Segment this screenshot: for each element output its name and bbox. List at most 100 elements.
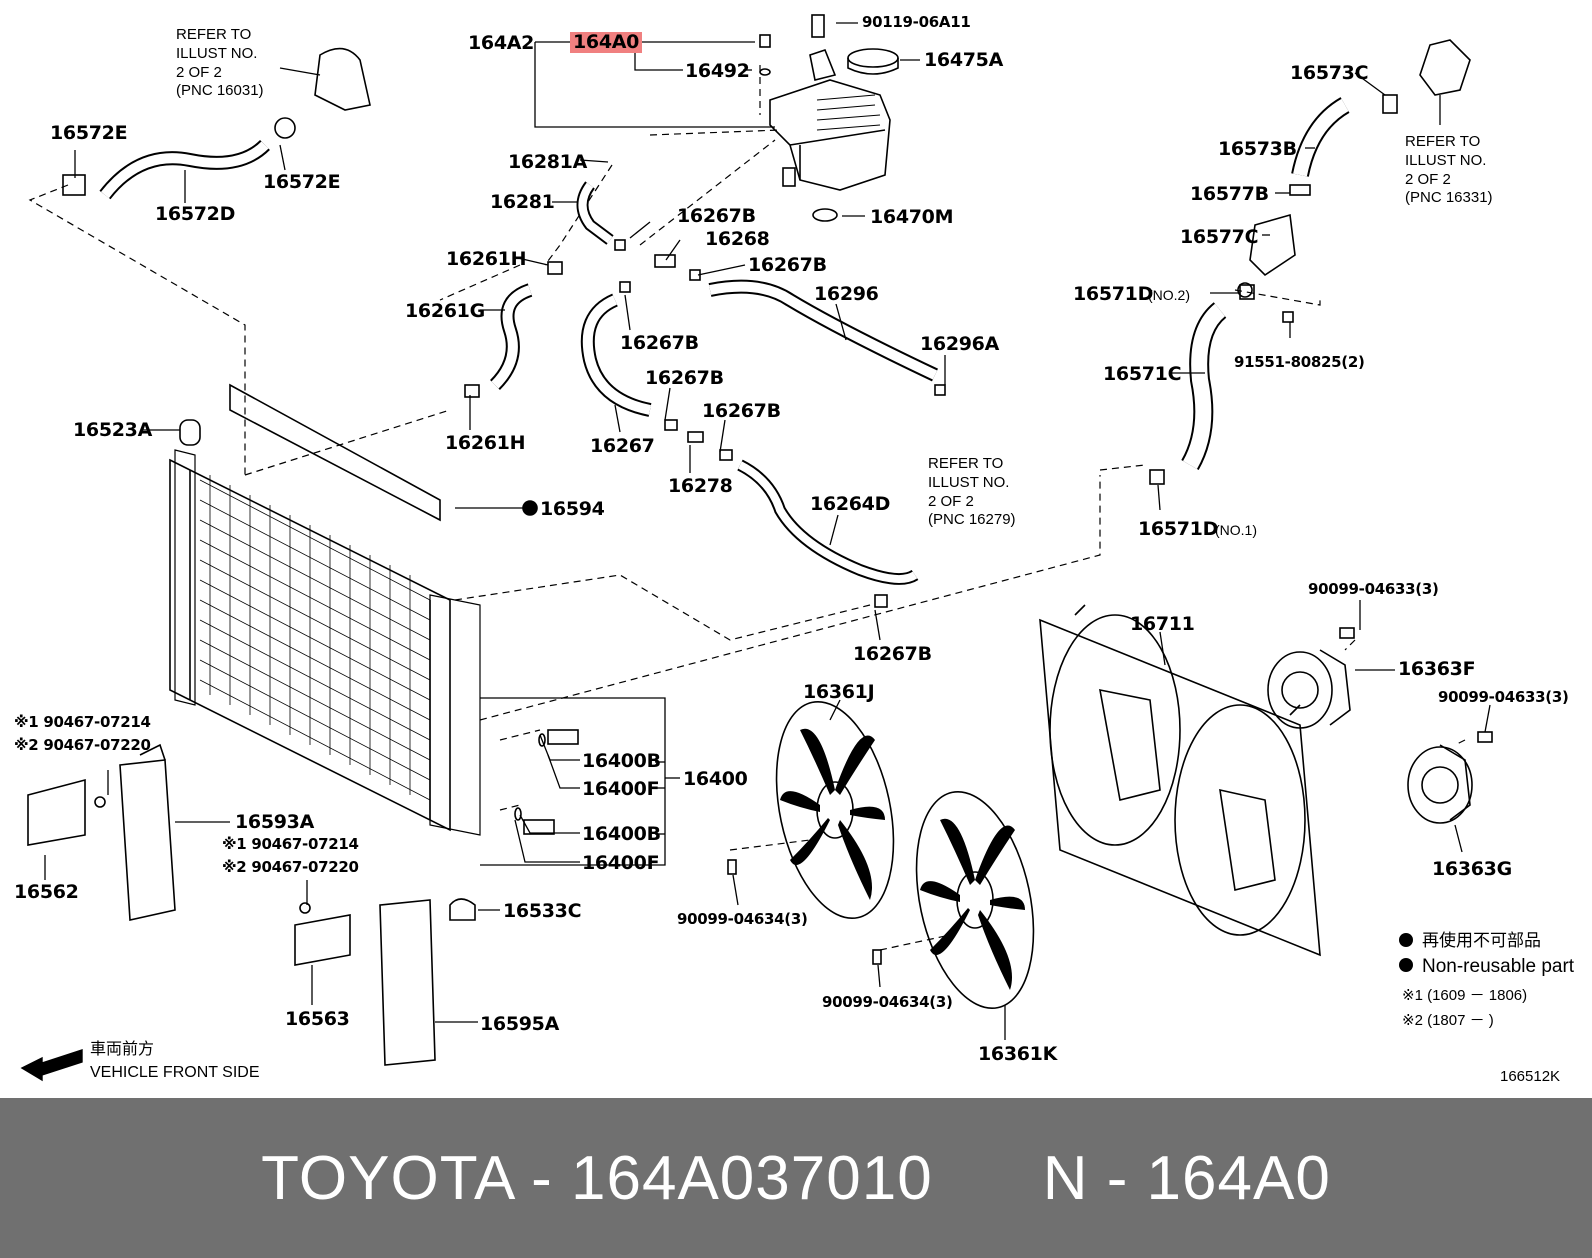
part-label-16400F-b[interactable]: 16400F (582, 852, 660, 874)
part-label-16571C[interactable]: 16571C (1103, 363, 1182, 385)
part-label-16400B-a[interactable]: 16400B (582, 750, 661, 772)
part-label-16363F[interactable]: 16363F (1398, 658, 1476, 680)
part-label-16533C[interactable]: 16533C (503, 900, 582, 922)
part-label-90467-07220-b[interactable]: ※2 90467-07220 (222, 858, 359, 876)
no1-note: (NO.1) (1215, 522, 1257, 538)
part-label-16281A[interactable]: 16281A (508, 151, 588, 173)
refer-line: ILLUST NO. (176, 44, 258, 62)
vehicle-front-en: VEHICLE FRONT SIDE (90, 1064, 260, 1081)
part-label-16267B-d[interactable]: 16267B (645, 367, 724, 389)
legend-nonreusable-jp: 再使用不可部品 (1422, 931, 1541, 950)
part-label-16470M[interactable]: 16470M (870, 206, 954, 228)
part-label-16267B-a[interactable]: 16267B (677, 205, 756, 227)
vehicle-front-jp: 車両前方 (90, 1041, 155, 1058)
fan-motor-drawing (1267, 627, 1493, 824)
no2-note: (NO.2) (1148, 287, 1190, 303)
leader-lines (44, 22, 1491, 1040)
legend-dot-2 (1399, 958, 1413, 972)
part-label-90099-04633-a[interactable]: 90099-04633(3) (1308, 580, 1439, 598)
refer-note-top-right: REFER TO ILLUST NO. 2 OF 2 (PNC 16331) (1405, 133, 1493, 208)
part-label-16400B-b[interactable]: 16400B (582, 823, 661, 845)
part-label-90119-06A11[interactable]: 90119-06A11 (862, 13, 971, 31)
refer-line: (PNC 16279) (928, 511, 1016, 529)
refer-line: (PNC 16331) (1405, 189, 1493, 207)
refer-line: REFER TO (176, 26, 252, 43)
footer-part-number: TOYOTA - 164A037010 (261, 1143, 933, 1213)
part-label-16492[interactable]: 16492 (685, 60, 750, 82)
fittings-drawing (464, 94, 1398, 965)
part-label-90099-04633-b[interactable]: 90099-04633(3) (1438, 688, 1569, 706)
part-label-16593A[interactable]: 16593A (235, 811, 315, 833)
part-label-16400F-a[interactable]: 16400F (582, 778, 660, 800)
part-label-16572D[interactable]: 16572D (155, 203, 236, 225)
part-label-91551-80825[interactable]: 91551-80825(2) (1234, 353, 1365, 371)
part-label-16296A[interactable]: 16296A (920, 333, 1000, 355)
part-label-16573C[interactable]: 16573C (1290, 62, 1369, 84)
refer-note-top-left: REFER TO ILLUST NO. 2 OF 2 (PNC 16031) (176, 26, 264, 101)
part-label-90467-07220-a[interactable]: ※2 90467-07220 (14, 736, 151, 754)
part-label-16475A[interactable]: 16475A (924, 49, 1004, 71)
part-label-16400[interactable]: 16400 (683, 768, 748, 790)
reservoir-tank-drawing (759, 14, 899, 222)
part-label-16573B[interactable]: 16573B (1218, 138, 1297, 160)
part-footer-bar: TOYOTA - 164A037010 N - 164A0 (0, 1098, 1592, 1258)
part-label-16267B-e[interactable]: 16267B (702, 400, 781, 422)
legend-nonreusable-en: Non-reusable part (1422, 956, 1575, 977)
part-label-90099-04634-b[interactable]: 90099-04634(3) (822, 993, 953, 1011)
part-label-90099-04634-a[interactable]: 90099-04634(3) (677, 910, 808, 928)
legend-dot-1 (1399, 933, 1413, 947)
part-label-16711[interactable]: 16711 (1130, 613, 1195, 635)
refer-line: 2 OF 2 (928, 492, 974, 510)
radiator-drawing (169, 383, 538, 836)
refer-line: ILLUST NO. (1405, 151, 1487, 169)
part-label-16264D[interactable]: 16264D (810, 493, 891, 515)
part-label-16267[interactable]: 16267 (590, 435, 655, 457)
part-label-16278[interactable]: 16278 (668, 475, 733, 497)
part-label-16572E-b[interactable]: 16572E (263, 171, 341, 193)
vehicle-front-arrow (20, 1049, 83, 1082)
refer-line: ILLUST NO. (928, 473, 1010, 491)
refer-line: REFER TO (1405, 133, 1481, 150)
part-label-16267B-f[interactable]: 16267B (853, 643, 932, 665)
refer-line: REFER TO (928, 455, 1004, 472)
refer-line: 2 OF 2 (1405, 170, 1451, 188)
part-label-16594[interactable]: 16594 (540, 498, 605, 520)
part-label-16523A[interactable]: 16523A (73, 419, 153, 441)
part-label-164A2[interactable]: 164A2 (468, 32, 535, 54)
part-label-16595A[interactable]: 16595A (480, 1013, 560, 1035)
bracket-drawing (27, 743, 476, 1066)
diagram-drawing (20, 14, 1493, 1082)
part-label-16281[interactable]: 16281 (490, 191, 555, 213)
part-label-16268[interactable]: 16268 (705, 228, 770, 250)
fan-drawing-16361K (915, 790, 1035, 1010)
refer-line: (PNC 16031) (176, 82, 264, 100)
part-label-16261H-b[interactable]: 16261H (445, 432, 526, 454)
part-label-16361J[interactable]: 16361J (803, 681, 875, 703)
parts-diagram: 164A2 164A0 16492 90119-06A11 16475A 162… (14, 13, 1575, 1085)
part-label-16361K[interactable]: 16361K (978, 1043, 1058, 1065)
refer-note-middle: REFER TO ILLUST NO. 2 OF 2 (PNC 16279) (928, 455, 1016, 530)
part-label-16261H-a[interactable]: 16261H (446, 248, 527, 270)
legend-range-1: ※1 (1609 － 1806) (1402, 987, 1528, 1004)
part-label-16571D-no2[interactable]: 16571D (1073, 283, 1154, 305)
illustration-number: 166512K (1500, 1068, 1561, 1085)
part-label-164A0-highlighted[interactable]: 164A0 (570, 32, 643, 53)
part-label-16571D-no1[interactable]: 16571D (1138, 518, 1219, 540)
refer-line: 2 OF 2 (176, 63, 222, 81)
part-label-90467-07214-b[interactable]: ※1 90467-07214 (222, 835, 359, 853)
fan-drawing-16361J (775, 700, 895, 920)
part-label-90467-07214-a[interactable]: ※1 90467-07214 (14, 713, 151, 731)
part-label-16572E-a[interactable]: 16572E (50, 122, 128, 144)
part-label-16267B-b[interactable]: 16267B (748, 254, 827, 276)
part-label-16577C[interactable]: 16577C (1180, 226, 1259, 248)
part-label-16296[interactable]: 16296 (814, 283, 879, 305)
part-label-16562[interactable]: 16562 (14, 881, 79, 903)
fan-shroud-drawing (1039, 604, 1321, 957)
part-label-16563[interactable]: 16563 (285, 1008, 350, 1030)
part-label-16363G[interactable]: 16363G (1432, 858, 1512, 880)
hoses-drawing (62, 39, 1471, 585)
part-label-16267B-c[interactable]: 16267B (620, 332, 699, 354)
part-label-16261G[interactable]: 16261G (405, 300, 485, 322)
part-label-16577B[interactable]: 16577B (1190, 183, 1269, 205)
footer-reference: N - 164A0 (1042, 1143, 1331, 1213)
